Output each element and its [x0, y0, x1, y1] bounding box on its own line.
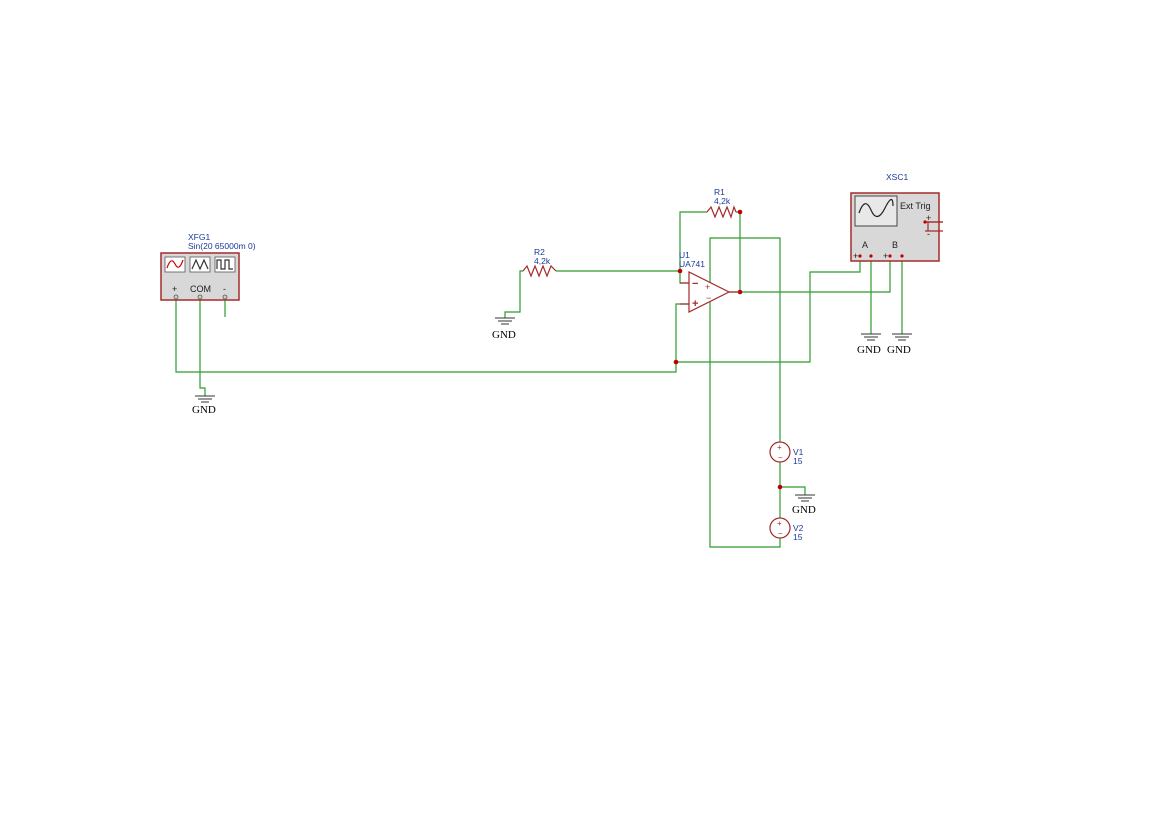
wire-vplus[interactable]	[709, 237, 781, 442]
ground-label: GND	[857, 344, 881, 356]
generator-value: Sin(20 65000m 0)	[188, 241, 256, 251]
r2-ref: R2	[534, 247, 545, 257]
wire-r2-ground[interactable]	[504, 270, 523, 318]
wire-r2-inverting[interactable]	[556, 270, 689, 284]
source-v2[interactable]: + − V2 15	[769, 517, 804, 542]
wire-input-scope[interactable]	[676, 256, 861, 363]
v2-minus: −	[778, 529, 783, 538]
ground-label: GND	[192, 404, 216, 416]
oscilloscope-a-plus: +	[853, 251, 858, 261]
oscilloscope-channel-b: B	[892, 240, 898, 250]
oscilloscope-a-plus-terminal[interactable]	[858, 254, 862, 258]
oscilloscope-b-plus-terminal[interactable]	[888, 254, 892, 258]
function-generator[interactable]: XFG1 Sin(20 65000m 0) + COM -	[160, 232, 256, 301]
generator-minus-label: -	[223, 284, 226, 294]
r1-ref: R1	[714, 187, 725, 197]
v1-symbol[interactable]	[769, 441, 791, 463]
ground-label: GND	[887, 344, 911, 356]
source-v1[interactable]: + − V1 15	[769, 441, 804, 466]
junction-inverting	[677, 268, 683, 274]
square-icon[interactable]	[214, 256, 236, 273]
oscilloscope-ext-trig: Ext Trig	[900, 201, 931, 211]
r1-value: 4,2k	[714, 196, 731, 206]
sine-icon[interactable]	[164, 256, 186, 273]
wire-output-scope-a[interactable]	[729, 256, 891, 293]
r1-zigzag[interactable]	[706, 205, 737, 219]
oscilloscope-b-minus-terminal[interactable]	[900, 254, 904, 258]
oscilloscope[interactable]: XSC1 Ext Trig + - A B + - + -	[850, 172, 943, 262]
wire-input-signal[interactable]	[175, 297, 689, 373]
ground-label: GND	[492, 329, 516, 341]
v1-minus: −	[778, 453, 783, 462]
r2-zigzag[interactable]	[522, 264, 557, 278]
generator-com-label: COM	[190, 284, 211, 294]
wire-vminus[interactable]	[709, 302, 781, 548]
generator-plus-terminal[interactable]	[173, 294, 179, 300]
junctions	[673, 209, 783, 490]
v1-plus: +	[777, 443, 782, 452]
ground-label: GND	[792, 504, 816, 516]
triangle-icon[interactable]	[189, 256, 211, 273]
ground-scope-b[interactable]: GND	[887, 333, 912, 356]
opamp-triangle[interactable]	[688, 271, 731, 313]
resistor-r1[interactable]: R1 4,2k	[706, 187, 737, 219]
generator-ref: XFG1	[188, 232, 210, 242]
oscilloscope-screen-icon	[854, 195, 898, 227]
v2-ref: V2	[793, 523, 804, 533]
ground-generator[interactable]: GND	[192, 395, 216, 416]
generator-com-terminal[interactable]	[197, 294, 203, 300]
oscilloscope-trig-terminal[interactable]	[923, 220, 927, 224]
oscilloscope-trig-minus: -	[927, 229, 930, 239]
oscilloscope-trig-plus: +	[926, 213, 931, 223]
v2-symbol[interactable]	[769, 517, 791, 539]
wire-mid-ground[interactable]	[780, 486, 806, 495]
v2-plus: +	[777, 519, 782, 528]
oscilloscope-ref: XSC1	[886, 172, 908, 182]
opamp-vminus-sign: −	[706, 293, 711, 303]
ground-supply[interactable]: GND	[792, 494, 816, 516]
v1-ref: V1	[793, 447, 804, 457]
opamp-vplus-sign: +	[705, 282, 710, 292]
r2-value: 4,2k	[534, 256, 551, 266]
generator-minus-terminal[interactable]	[222, 294, 228, 300]
opamp-u1[interactable]: U1 UA741 − + + −	[679, 250, 740, 313]
opamp-inverting-sign: −	[692, 278, 698, 290]
opamp-model: UA741	[679, 259, 705, 269]
wire-generator-com[interactable]	[199, 297, 206, 396]
junction-r1-right	[737, 209, 743, 215]
wire-feedback-left[interactable]	[679, 211, 707, 271]
ground-scope-a[interactable]: GND	[857, 333, 881, 356]
junction-supply-mid	[777, 484, 783, 490]
generator-plus-label: +	[172, 284, 177, 294]
resistor-r2[interactable]: R2 4,2k	[522, 247, 557, 278]
oscilloscope-b-plus: +	[883, 251, 888, 261]
opamp-ref: U1	[679, 250, 690, 260]
oscilloscope-channel-a: A	[862, 240, 868, 250]
oscilloscope-a-minus-terminal[interactable]	[869, 254, 873, 258]
junction-input	[673, 359, 679, 365]
wire-feedback-right[interactable]	[736, 211, 741, 292]
ground-r2[interactable]: GND	[492, 317, 516, 341]
v2-value: 15	[793, 532, 803, 542]
opamp-noninverting-sign: +	[692, 298, 698, 310]
v1-value: 15	[793, 456, 803, 466]
